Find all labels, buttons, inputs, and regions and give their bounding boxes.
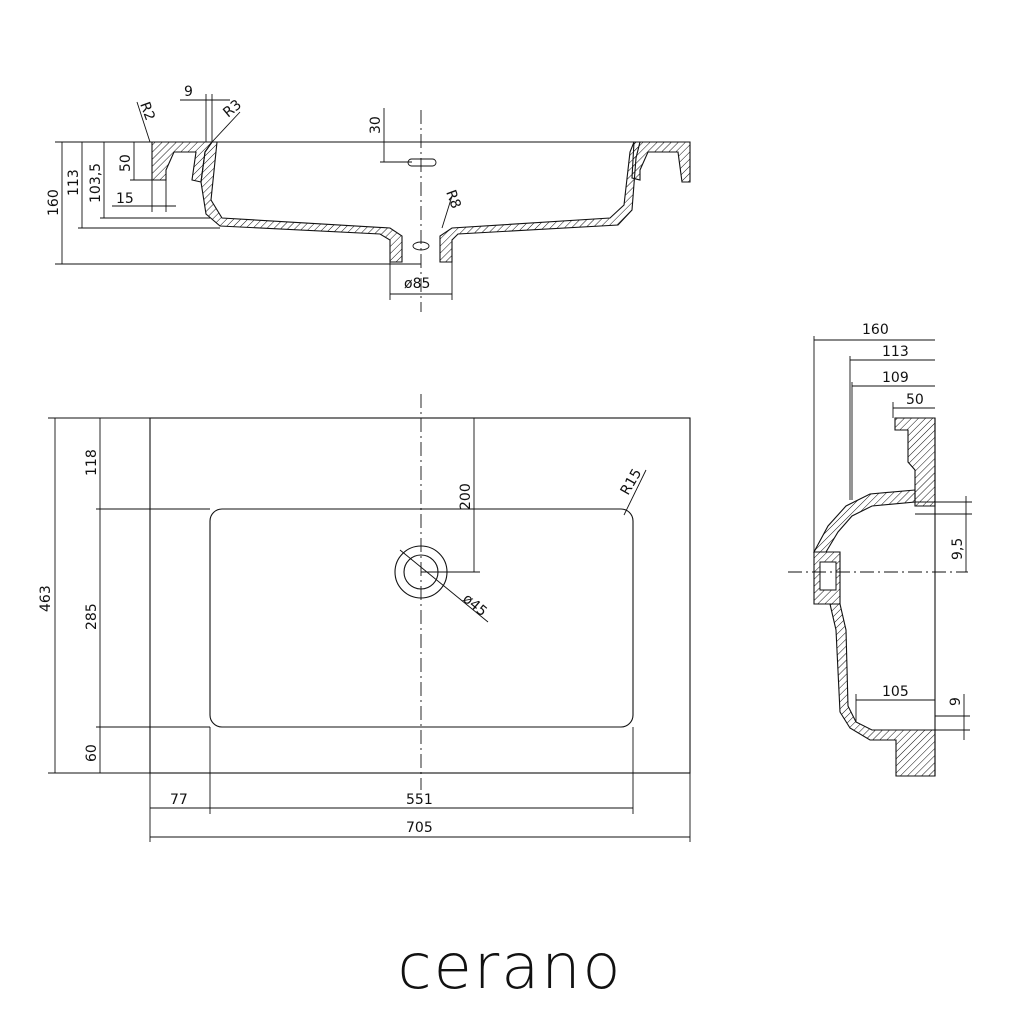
dim-285-label: 285	[84, 603, 100, 630]
brand-logo: cerano	[398, 930, 623, 1003]
plan-view: 463 118 285 60 200 R15 ø45 77 551 705	[38, 394, 691, 842]
dim-113-label: 113	[66, 169, 82, 196]
side-dim-160-label: 160	[862, 322, 889, 338]
dim-45-label: ø45	[459, 591, 490, 620]
countertop-outline	[149, 417, 691, 774]
side-dim-50-label: 50	[906, 392, 924, 408]
side-upper-wall	[813, 489, 916, 553]
overflow-slot	[407, 158, 437, 167]
r2-leader	[136, 101, 151, 143]
dim-705-label: 705	[406, 820, 433, 836]
r15-leader	[623, 469, 647, 516]
dim-60-label: 60	[84, 744, 100, 762]
dim-r15-label: R15	[618, 466, 646, 498]
dim-r8-label: R8	[442, 188, 463, 211]
side-dim-9-label: 9	[948, 697, 964, 706]
dim-77-label: 77	[170, 792, 188, 808]
dim-50-label: 50	[118, 154, 134, 172]
side-dim-9-5-label: 9,5	[950, 538, 966, 560]
dim-160-label: 160	[46, 189, 62, 216]
dim-118-label: 118	[84, 449, 100, 476]
section-view: 9 R3 R2 30 50 103,5 113 160 15 R8 ø85	[46, 84, 691, 312]
basin-right-wall	[439, 141, 641, 263]
side-top-shelf	[894, 417, 936, 507]
dim-30-label: 30	[368, 116, 384, 134]
dim-r2-label: R2	[136, 100, 157, 123]
side-dim-113-label: 113	[882, 344, 909, 360]
basin-outline	[209, 508, 634, 728]
r8-leader	[441, 195, 453, 229]
basin-left-wall	[200, 141, 403, 263]
side-view: 160 113 109 50 9,5 105 9	[788, 322, 972, 777]
side-dim-109-label: 109	[882, 370, 909, 386]
d45-leader	[399, 549, 489, 623]
r3-leader	[211, 111, 241, 143]
side-lower-wall	[829, 603, 936, 777]
right-shelf-wall	[631, 141, 691, 183]
dim-463-label: 463	[38, 585, 54, 612]
dim-200-label: 200	[458, 483, 474, 510]
dim-15-label: 15	[116, 191, 134, 207]
dim-r3-label: R3	[220, 97, 245, 121]
dim-551-label: 551	[406, 792, 433, 808]
side-dim-105-label: 105	[882, 684, 909, 700]
dim-85-label: ø85	[404, 276, 430, 292]
dim-9-label: 9	[184, 84, 193, 100]
dim-103-5-label: 103,5	[88, 163, 104, 203]
